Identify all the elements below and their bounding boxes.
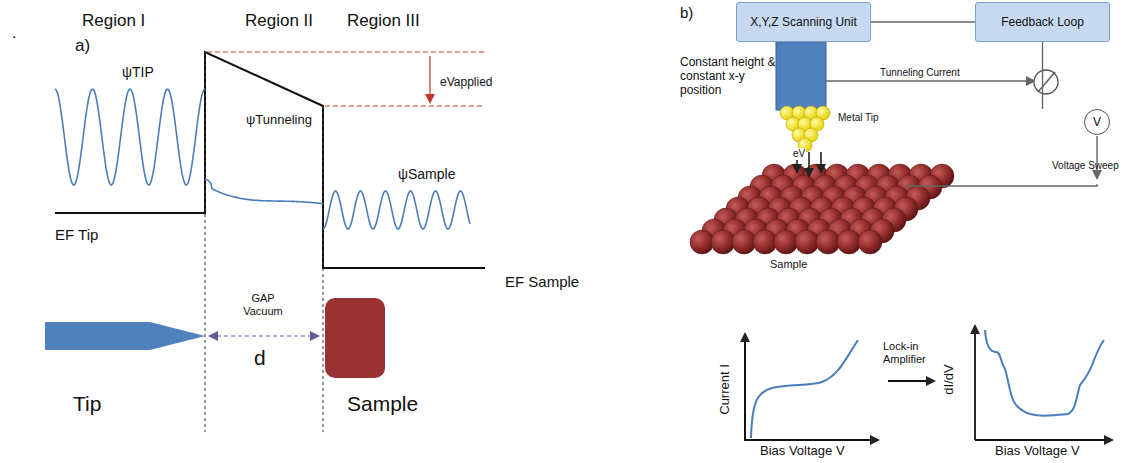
label: Voltage Sweep (1052, 160, 1119, 172)
ammeter-symbol (1034, 70, 1058, 94)
label: Sample (770, 258, 807, 271)
label: Tip (73, 392, 101, 416)
atom (858, 230, 882, 254)
label: eV (792, 148, 806, 160)
label: GAP Vacuum (238, 292, 288, 317)
label: a) (75, 36, 90, 56)
wavefunctions (55, 89, 470, 229)
tunneling-wave (205, 179, 323, 204)
feedback-box: Feedback Loop (975, 2, 1110, 42)
connector (871, 21, 975, 22)
label: d (254, 346, 266, 370)
label: Lock-in Amplifier (883, 340, 943, 365)
label: Tunneling Current (880, 67, 960, 79)
label: Bias Voltage V (995, 444, 1080, 459)
label: dI/dV (942, 364, 957, 394)
label: eVapplied (440, 76, 493, 90)
label: Bias Voltage V (760, 444, 845, 459)
graph-curves (751, 330, 1104, 438)
scanner-body (776, 42, 826, 110)
energy-levels (55, 52, 485, 268)
gap-arrow (210, 335, 318, 336)
region-dividers (205, 52, 323, 432)
label: b) (680, 4, 693, 21)
atom (690, 230, 714, 254)
label: ψTunneling (246, 113, 312, 128)
atom (732, 230, 756, 254)
label: ψSample (398, 166, 455, 182)
label: Sample (347, 392, 418, 416)
atom (837, 230, 861, 254)
label: EF Tip (55, 226, 98, 243)
tip-wave (55, 89, 205, 185)
label: EF Sample (505, 273, 579, 290)
atom (753, 230, 777, 254)
sample-block (325, 298, 385, 378)
atom (816, 230, 840, 254)
label: Region I (82, 11, 145, 31)
sample-wave (323, 191, 470, 229)
tip-atoms (780, 106, 830, 152)
sample-atoms (690, 164, 954, 254)
node-text: Feedback Loop (1001, 15, 1084, 29)
label: Region II (245, 11, 313, 31)
scanner-box: X,Y,Z Scanning Unit (736, 2, 871, 42)
label: Constant height & constant x-y position (680, 56, 788, 97)
label: . (12, 24, 16, 42)
tip-shape (45, 322, 205, 350)
atom (711, 230, 735, 254)
voltmeter-circle: V (1084, 109, 1110, 135)
atom (795, 230, 819, 254)
node-text: X,Y,Z Scanning Unit (750, 15, 857, 29)
graph-axes (745, 326, 1112, 440)
label: Metal Tip (838, 112, 879, 124)
node-text: V (1093, 115, 1101, 129)
atom (774, 230, 798, 254)
connector (1042, 42, 1043, 109)
label: ψTIP (122, 64, 154, 80)
label: Current I (718, 364, 733, 415)
label: Region III (347, 11, 420, 31)
